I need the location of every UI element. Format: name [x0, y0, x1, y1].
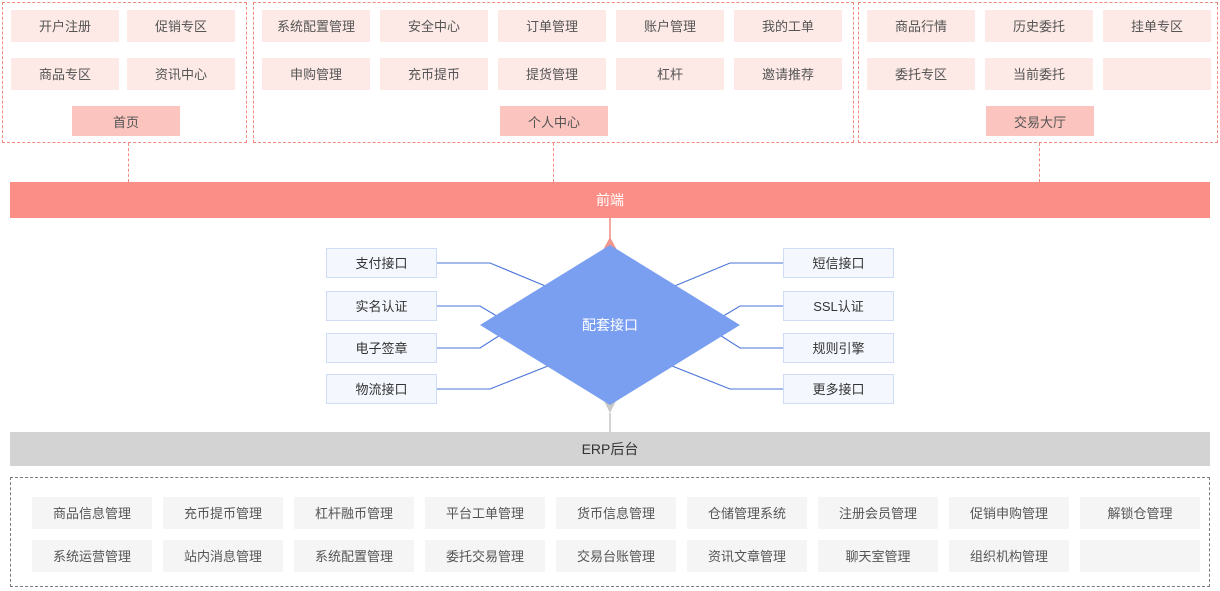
tile-th-3[interactable]: 委托专区: [867, 58, 975, 90]
erp-module-10[interactable]: 站内消息管理: [163, 540, 283, 572]
tile-pc-3[interactable]: 账户管理: [616, 10, 724, 42]
erp-module-17-empty[interactable]: [1080, 540, 1200, 572]
tile-pc-2[interactable]: 订单管理: [498, 10, 606, 42]
erp-modules-container: 商品信息管理 充币提币管理 杠杆融币管理 平台工单管理 货币信息管理 仓储管理系…: [10, 477, 1210, 587]
tile-pc-6[interactable]: 充币提币: [380, 58, 488, 90]
connector-home-to-frontend: [128, 143, 129, 182]
tile-pc-5[interactable]: 申购管理: [262, 58, 370, 90]
tile-home-2[interactable]: 商品专区: [11, 58, 119, 90]
interface-box-right-2[interactable]: 规则引擎: [783, 333, 894, 363]
erp-module-11[interactable]: 系统配置管理: [294, 540, 414, 572]
erp-module-6[interactable]: 注册会员管理: [818, 497, 938, 529]
tile-th-2[interactable]: 挂单专区: [1103, 10, 1211, 42]
erp-module-4[interactable]: 货币信息管理: [556, 497, 676, 529]
group-entry-trading-hall[interactable]: 交易大厅: [986, 106, 1094, 136]
erp-module-13[interactable]: 交易台账管理: [556, 540, 676, 572]
group-home: 开户注册 促销专区 商品专区 资讯中心 首页: [2, 2, 247, 143]
interface-box-left-1[interactable]: 实名认证: [326, 291, 437, 321]
interface-box-right-1[interactable]: SSL认证: [783, 291, 894, 321]
connector-personal-center-to-frontend: [553, 143, 554, 182]
interface-box-left-2[interactable]: 电子签章: [326, 333, 437, 363]
tile-pc-9[interactable]: 邀请推荐: [734, 58, 842, 90]
erp-module-2[interactable]: 杠杆融币管理: [294, 497, 414, 529]
tile-pc-0[interactable]: 系统配置管理: [262, 10, 370, 42]
erp-module-15[interactable]: 聊天室管理: [818, 540, 938, 572]
tile-pc-4[interactable]: 我的工单: [734, 10, 842, 42]
frontend-bar[interactable]: 前端: [10, 182, 1210, 218]
erp-module-8[interactable]: 解锁仓管理: [1080, 497, 1200, 529]
hub-diamond-label: 配套接口: [582, 317, 638, 333]
tile-pc-1[interactable]: 安全中心: [380, 10, 488, 42]
erp-backend-bar-label: ERP后台: [581, 441, 639, 457]
interface-box-left-3[interactable]: 物流接口: [326, 374, 437, 404]
connector-trading-hall-to-frontend: [1039, 143, 1040, 182]
erp-backend-bar[interactable]: ERP后台: [10, 432, 1210, 466]
tile-th-1[interactable]: 历史委托: [985, 10, 1093, 42]
tile-home-1[interactable]: 促销专区: [127, 10, 235, 42]
interface-box-right-0[interactable]: 短信接口: [783, 248, 894, 278]
group-entry-home[interactable]: 首页: [72, 106, 180, 136]
group-trading-hall: 商品行情 历史委托 挂单专区 委托专区 当前委托 交易大厅: [858, 2, 1218, 143]
tile-pc-7[interactable]: 提货管理: [498, 58, 606, 90]
erp-module-9[interactable]: 系统运营管理: [32, 540, 152, 572]
erp-module-0[interactable]: 商品信息管理: [32, 497, 152, 529]
group-entry-personal-center[interactable]: 个人中心: [500, 106, 608, 136]
erp-module-14[interactable]: 资讯文章管理: [687, 540, 807, 572]
erp-module-16[interactable]: 组织机构管理: [949, 540, 1069, 572]
erp-module-12[interactable]: 委托交易管理: [425, 540, 545, 572]
interface-box-right-3[interactable]: 更多接口: [783, 374, 894, 404]
erp-module-3[interactable]: 平台工单管理: [425, 497, 545, 529]
tile-pc-8[interactable]: 杠杆: [616, 58, 724, 90]
tile-th-4[interactable]: 当前委托: [985, 58, 1093, 90]
erp-module-1[interactable]: 充币提币管理: [163, 497, 283, 529]
erp-module-5[interactable]: 仓储管理系统: [687, 497, 807, 529]
tile-th-0[interactable]: 商品行情: [867, 10, 975, 42]
frontend-bar-label: 前端: [596, 192, 624, 208]
erp-module-7[interactable]: 促销申购管理: [949, 497, 1069, 529]
tile-home-3[interactable]: 资讯中心: [127, 58, 235, 90]
interface-box-left-0[interactable]: 支付接口: [326, 248, 437, 278]
group-personal-center: 系统配置管理 安全中心 订单管理 账户管理 我的工单 申购管理 充币提币 提货管…: [253, 2, 854, 143]
tile-th-5-empty[interactable]: [1103, 58, 1211, 90]
tile-home-0[interactable]: 开户注册: [11, 10, 119, 42]
hub-diamond[interactable]: 配套接口: [480, 245, 740, 405]
